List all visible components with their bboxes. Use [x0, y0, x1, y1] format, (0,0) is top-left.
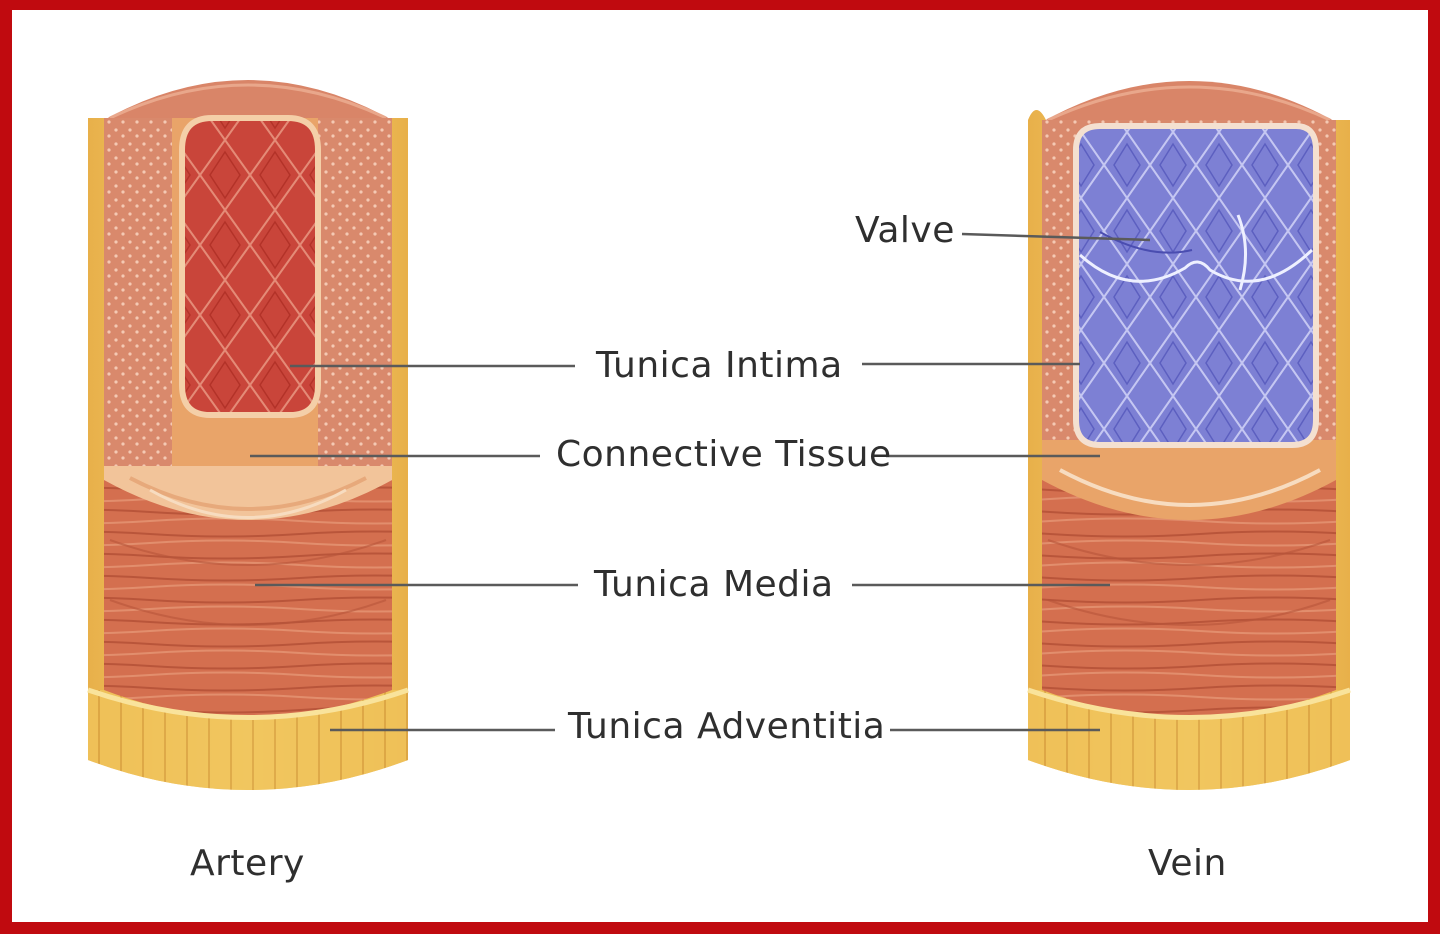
vein-illustration	[1027, 81, 1351, 790]
tunica-adventitia-label: Tunica Adventitia	[568, 706, 886, 747]
tunica-intima-label: Tunica Intima	[596, 345, 843, 386]
valve-label: Valve	[855, 210, 955, 251]
tunica-media-label: Tunica Media	[594, 564, 834, 605]
connective-tissue-label: Connective Tissue	[556, 434, 892, 475]
valve-leader	[961, 232, 1151, 242]
artery-illustration	[87, 80, 409, 790]
leader-lines	[250, 232, 1151, 732]
artery-label: Artery	[190, 843, 305, 884]
vein-label: Vein	[1148, 843, 1227, 884]
